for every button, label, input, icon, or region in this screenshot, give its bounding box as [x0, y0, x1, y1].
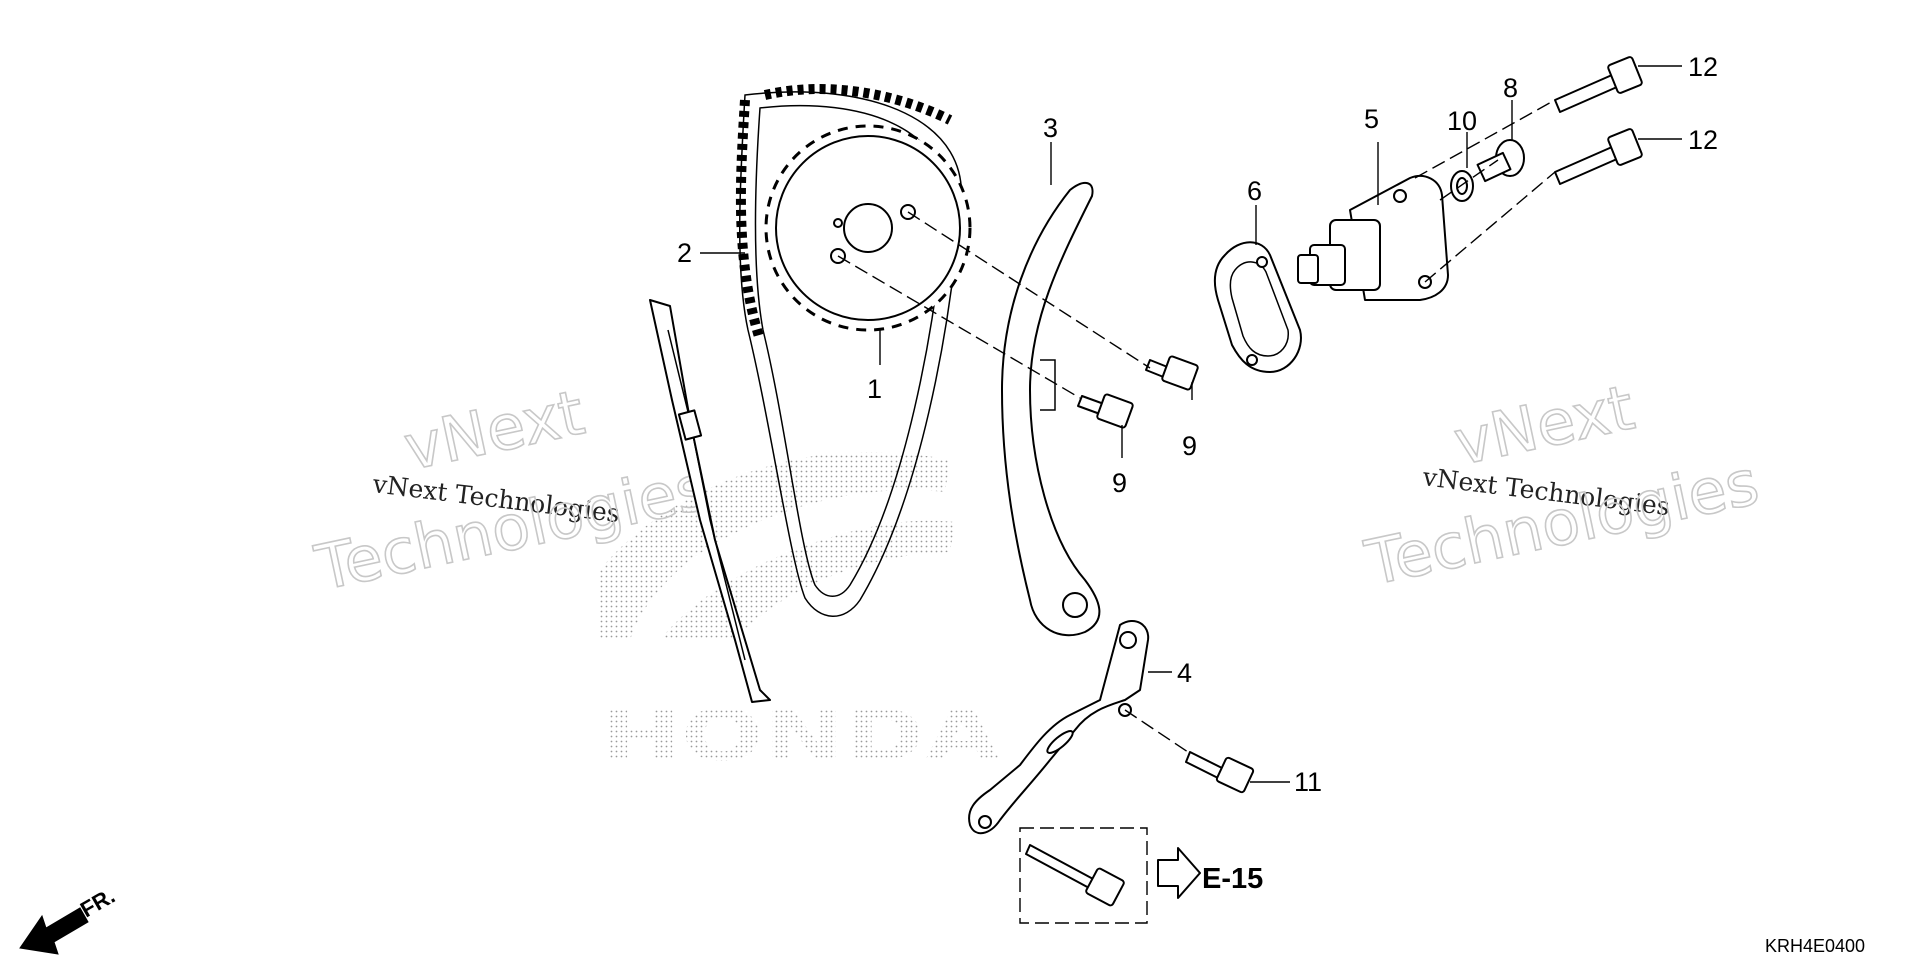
- arrow-icon: [19, 907, 89, 955]
- reference-box: [1019, 827, 1148, 924]
- front-direction-arrow: FR.: [19, 883, 119, 955]
- flange-bolt-9-lower: [1077, 393, 1134, 429]
- watermark-big-line1: vNext: [398, 376, 590, 485]
- callout-3: 3: [1043, 113, 1058, 143]
- honda-logo-text: HONDA: [600, 695, 1000, 777]
- flange-bolt-9-upper: [1145, 355, 1199, 391]
- watermark-big-line1: vNext: [1448, 371, 1640, 480]
- chain-guide: [649, 299, 771, 703]
- tensioner-plug-bolt: [1476, 139, 1525, 183]
- flange-bolt-upper: [1554, 56, 1643, 113]
- callouts: 2 1 3 4 5 6 8 9 9 10 11 12 12: [677, 52, 1718, 797]
- reference-arrow[interactable]: E-15: [1157, 847, 1263, 899]
- sealing-washer-hole: [1456, 177, 1468, 195]
- leader-lines: [700, 65, 1682, 783]
- flange-bolt-lower: [1554, 128, 1643, 185]
- tensioner-gasket: [1213, 241, 1302, 373]
- flange-bolt-11: [1185, 751, 1255, 794]
- watermark-big-line2: Technologies: [1359, 445, 1765, 599]
- cam-chain-tensioner-lifter: [1297, 175, 1449, 301]
- callout-9-lower: 9: [1112, 468, 1127, 498]
- diagram-code: KRH4E0400: [1765, 936, 1865, 956]
- tensioner-bracket: [968, 620, 1150, 835]
- reference-label: E-15: [1202, 863, 1263, 895]
- callout-12-lower: 12: [1688, 125, 1718, 155]
- watermark-right: vNext Technologies vNext Technologies: [1358, 370, 1765, 601]
- callout-12-upper: 12: [1688, 52, 1718, 82]
- chain-tensioner-slipper: [1001, 181, 1101, 637]
- cam-sprocket: [764, 124, 972, 332]
- callout-8: 8: [1503, 73, 1518, 103]
- callout-10: 10: [1447, 106, 1477, 136]
- callout-2: 2: [677, 238, 692, 268]
- callout-6: 6: [1247, 176, 1262, 206]
- callout-4: 4: [1177, 658, 1192, 688]
- callout-11: 11: [1294, 767, 1322, 797]
- callout-9-upper: 9: [1182, 431, 1197, 461]
- alignment-lines: [837, 99, 1556, 753]
- callout-5: 5: [1364, 104, 1379, 134]
- callout-1: 1: [867, 374, 882, 404]
